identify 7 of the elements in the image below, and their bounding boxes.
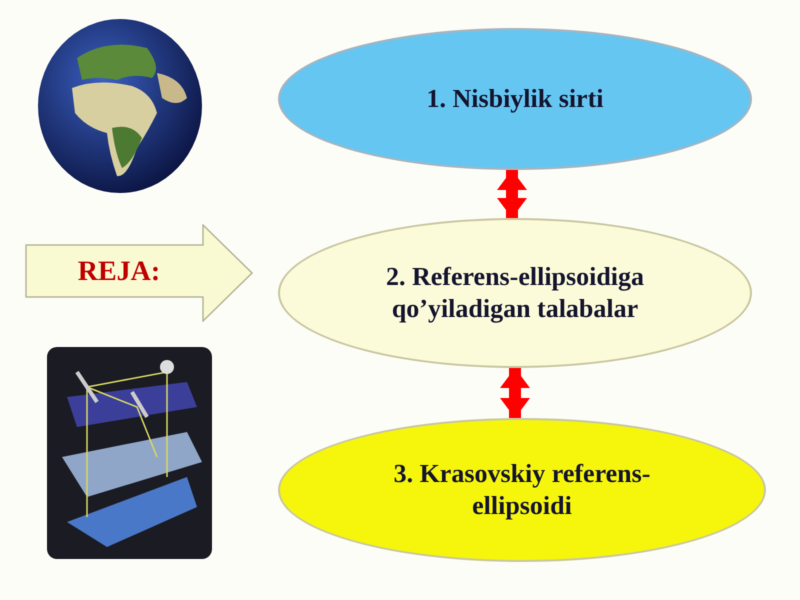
double-arrow (497, 170, 527, 218)
node-text: 3. Krasovskiy referens-ellipsoidi (392, 458, 652, 522)
node-text: 1. Nisbiylik sirti (426, 82, 604, 115)
node-text: REJA: (78, 254, 160, 288)
node-text: 2. Referens-ellipsoidiga qo’yiladigan talabalar (384, 260, 646, 325)
block-arrow (25, 224, 253, 322)
double-arrow (500, 368, 530, 418)
